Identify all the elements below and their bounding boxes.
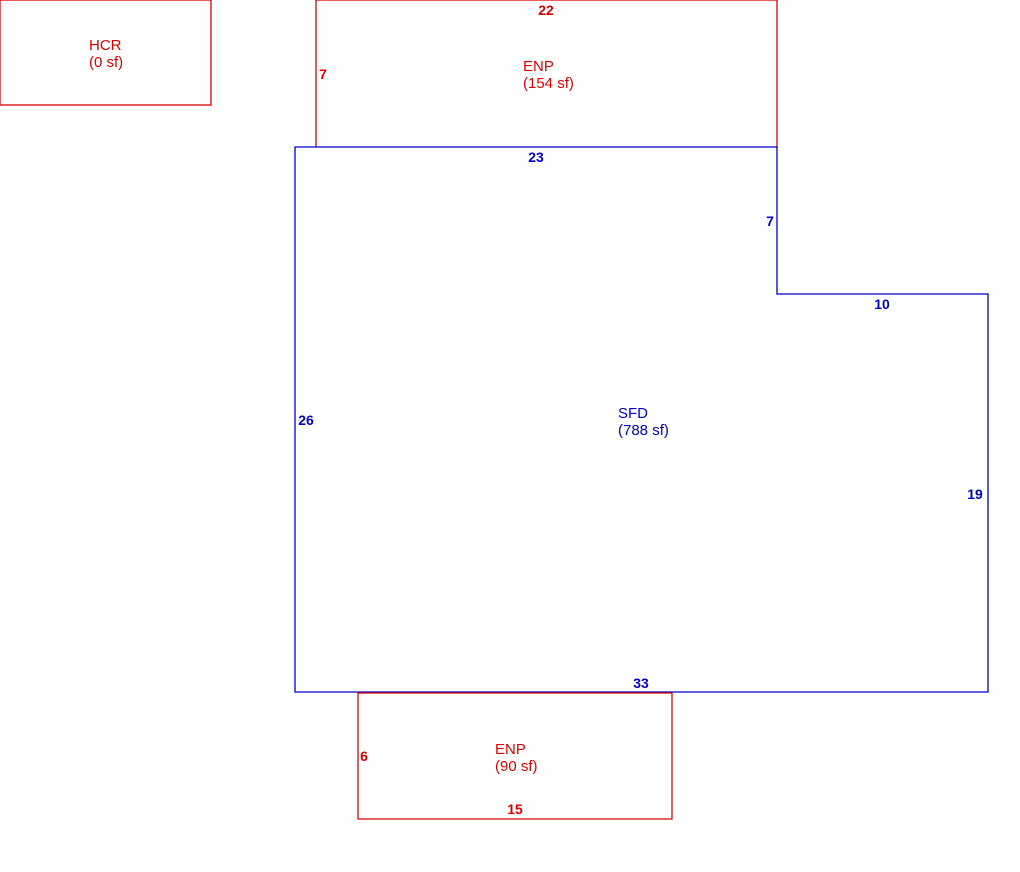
enp-top-width-dimension: 22 xyxy=(538,2,554,18)
enp-top-area-value: (154 sf) xyxy=(523,75,574,92)
sfd-bottom-dimension: 33 xyxy=(633,675,649,691)
sfd-label: SFD xyxy=(618,405,648,422)
enp-bottom-area: 6 15 ENP (90 sf) xyxy=(357,692,673,820)
sfd-area-value: (788 sf) xyxy=(618,422,669,439)
enp-top-outline xyxy=(315,0,778,147)
enp-bottom-label: ENP xyxy=(495,741,526,758)
enp-bottom-area-value: (90 sf) xyxy=(495,758,538,775)
enp-top-area: 22 7 ENP (154 sf) xyxy=(315,0,778,147)
hcr-area-value: (0 sf) xyxy=(89,54,123,71)
sfd-top-dimension: 23 xyxy=(528,149,544,165)
enp-bottom-width-dimension: 15 xyxy=(507,801,523,817)
sfd-step-side-dimension: 7 xyxy=(766,213,774,229)
sfd-step-top-dimension: 10 xyxy=(874,296,890,312)
sfd-area: 23 7 10 26 19 33 SFD (788 sf) xyxy=(294,146,989,693)
enp-top-depth-dimension: 7 xyxy=(319,66,327,82)
enp-top-label: ENP xyxy=(523,58,554,75)
hcr-label: HCR xyxy=(89,37,122,54)
sfd-outline xyxy=(294,146,989,693)
enp-bottom-outline xyxy=(357,692,673,820)
hcr-outline xyxy=(0,0,212,106)
sfd-right-dimension: 19 xyxy=(967,486,983,502)
hcr-area: HCR (0 sf) xyxy=(0,0,212,106)
enp-bottom-side-dimension: 6 xyxy=(360,748,368,764)
sfd-left-dimension: 26 xyxy=(298,412,314,428)
